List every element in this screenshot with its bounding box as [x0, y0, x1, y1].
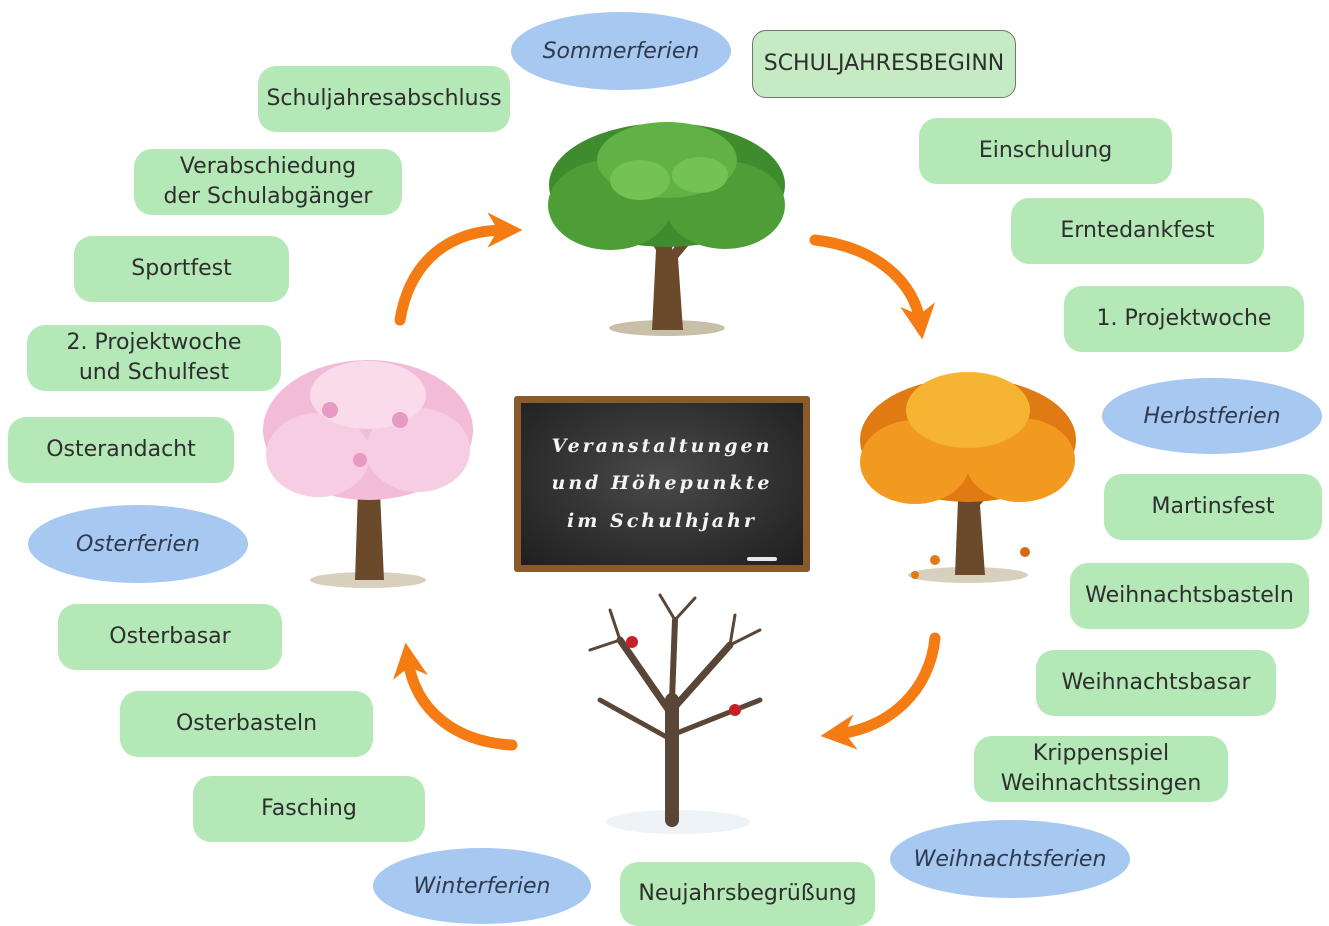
event-verabschiedung: Verabschiedung der Schulabgänger — [134, 149, 402, 215]
event-weihnachtsbasteln: Weihnachtsbasteln — [1070, 563, 1309, 629]
summer-tree-icon — [548, 122, 785, 336]
arrow-winter-to-spring — [393, 642, 518, 751]
holiday-herbstferien: Herbstferien — [1102, 378, 1322, 454]
holiday-winterferien: Winterferien — [373, 848, 591, 924]
event-osterbasar: Osterbasar — [58, 604, 282, 670]
event-schuljahresabschluss: Schuljahresabschluss — [258, 66, 510, 132]
school-year-start-box: SCHULJAHRESBEGINN — [752, 30, 1016, 98]
event-erntedankfest: Erntedankfest — [1011, 198, 1264, 264]
spring-tree-icon — [263, 360, 473, 588]
event-einschulung: Einschulung — [919, 118, 1172, 184]
event-sportfest: Sportfest — [74, 236, 289, 302]
event-neujahrsbegruessung: Neujahrsbegrüßung — [620, 862, 875, 926]
holiday-osterferien: Osterferien — [28, 505, 248, 583]
event-martinsfest: Martinsfest — [1104, 474, 1322, 540]
holiday-sommerferien: Sommerferien — [511, 12, 731, 90]
event-krippenspiel: Krippenspiel Weihnachtssingen — [974, 736, 1228, 802]
event-weihnachtsbasar: Weihnachtsbasar — [1036, 650, 1276, 716]
event-projektwoche-1: 1. Projektwoche — [1064, 286, 1304, 352]
chalkboard: Veranstaltungen und Höhepunkte im Schulh… — [514, 396, 810, 572]
arrow-autumn-to-winter — [820, 632, 941, 750]
autumn-tree-icon — [860, 372, 1076, 583]
event-osterandacht: Osterandacht — [8, 417, 234, 483]
holiday-weihnachtsferien: Weihnachtsferien — [890, 820, 1130, 898]
arrow-summer-to-autumn — [809, 234, 936, 340]
event-fasching: Fasching — [193, 776, 425, 842]
chalk-stick-icon — [747, 557, 777, 561]
arrow-spring-to-summer — [394, 212, 523, 326]
event-projektwoche-2: 2. Projektwoche und Schulfest — [27, 325, 281, 391]
winter-tree-icon — [588, 593, 763, 834]
chalkboard-title: Veranstaltungen und Höhepunkte im Schulh… — [551, 435, 773, 532]
event-osterbasteln: Osterbasteln — [120, 691, 373, 757]
